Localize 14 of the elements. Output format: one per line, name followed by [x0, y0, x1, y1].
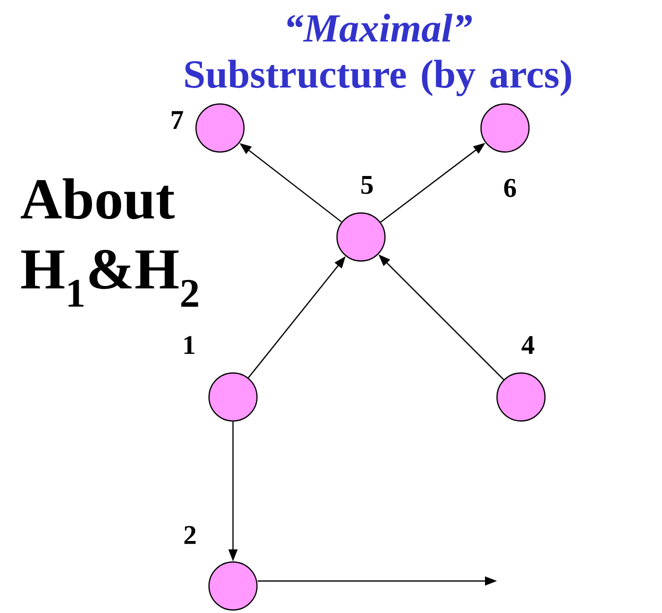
- vertex-number: 6: [504, 178, 516, 198]
- vertex-number: 7: [172, 111, 184, 129]
- vertex-number: 2: [184, 526, 196, 544]
- vertex-number: 1: [184, 336, 194, 354]
- graph-vertex: [496, 372, 546, 422]
- graph-vertex: [208, 561, 258, 611]
- graph-vertex: [208, 372, 258, 422]
- graph-vertex: [336, 212, 386, 262]
- side-heading: About H$_{1}$&H$_{2}$: [20, 178, 198, 307]
- graph-vertex: [480, 103, 530, 153]
- vertex-number: 4: [522, 336, 534, 354]
- title: “Maximal” Substructure (by arcs): [185, 14, 572, 96]
- graph-vertex: [195, 103, 245, 153]
- vertex-number: 5: [361, 176, 373, 194]
